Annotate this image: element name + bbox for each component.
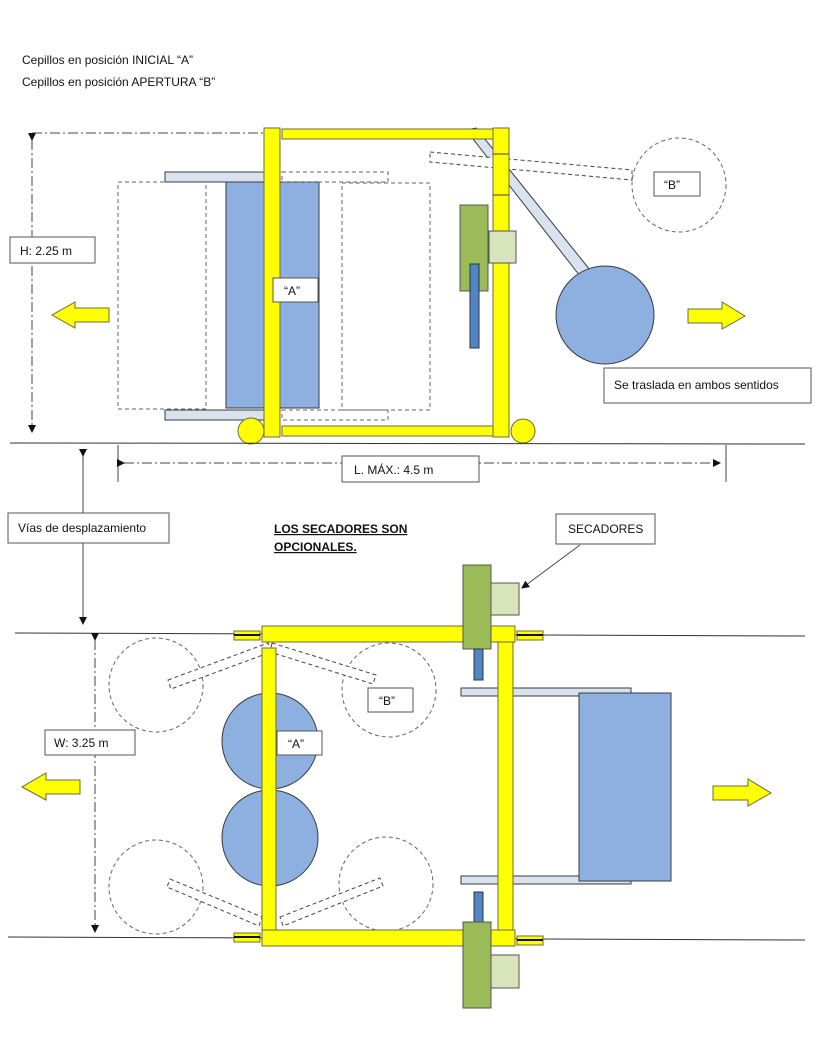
right-arrow-icon (687, 301, 746, 330)
label-a-box (272, 277, 319, 303)
brush-open-outline-left (117, 181, 207, 410)
dryer-duct (469, 263, 480, 349)
roof-brush-open-outline (631, 137, 727, 233)
left-arrow-icon (50, 301, 110, 329)
wheel-left (237, 417, 265, 445)
label-a: “A” (288, 737, 304, 751)
rails-label-box (7, 512, 170, 544)
brush-arm-open (167, 642, 272, 690)
dryer-duct-top (473, 648, 484, 681)
rail-guides (233, 630, 544, 946)
roof-brush (555, 265, 655, 365)
left-arrow-icon (20, 772, 81, 801)
dryer-bottom (462, 921, 492, 1009)
frame-left (261, 647, 277, 931)
brush-arm-open (269, 642, 377, 685)
brush-open-outline (108, 839, 204, 935)
length-label-box (341, 455, 480, 483)
frame-bottom (261, 929, 516, 947)
dryer-nozzle (488, 230, 517, 264)
frame-right (497, 641, 514, 931)
side-view: H: 2.25 m “B” “A” Se traslada en ambos s… (9, 127, 812, 483)
label-b: “B” (379, 694, 395, 708)
wheel-right (510, 418, 536, 444)
label-a-box (276, 730, 323, 756)
brush-arm-open (166, 878, 263, 927)
brush-arm-open (279, 877, 384, 927)
roof-brush (578, 692, 672, 882)
brush-arm-top (164, 171, 266, 183)
frame-bottom (281, 425, 495, 437)
dryer-duct-bottom (473, 891, 484, 924)
label-b: “B” (664, 178, 680, 192)
label-b-box (367, 687, 414, 713)
brush-arm-open-top (281, 171, 389, 183)
rails-label: Vías de desplazamiento (18, 521, 146, 535)
optional-note-line2: OPCIONALES. (274, 540, 357, 554)
brush-open-outline (108, 637, 204, 733)
roof-brush-arm-open (429, 151, 633, 181)
brush-open-outline (338, 836, 434, 932)
dryer-nozzle-top (490, 582, 520, 616)
optional-note-line1: LOS SECADORES SON (274, 522, 407, 536)
legend-initial: Cepillos en posición INICIAL “A” (22, 53, 193, 67)
length-label: L. MÁX.: 4.5 m (354, 462, 433, 477)
ground-line (9, 442, 806, 445)
dryer-nozzle-bottom (490, 954, 520, 989)
movement-note: Se traslada en ambos sentidos (614, 378, 779, 392)
label-b-box (653, 171, 701, 197)
dryer-top (462, 564, 492, 650)
right-arrow-icon (712, 778, 772, 807)
note-box (603, 367, 812, 404)
width-label: W: 3.25 m (54, 736, 108, 750)
dryers-pointer (521, 544, 581, 589)
width-label-box (44, 729, 136, 756)
dryers-label-box (555, 513, 656, 545)
brush-arm-open-bottom (281, 409, 389, 421)
label-a: “A” (284, 284, 300, 298)
height-label-box (9, 236, 96, 264)
frame-right-post (492, 127, 510, 438)
legend-opening: Cepillos en posición APERTURA “B” (22, 75, 215, 89)
dryers-label: SECADORES (568, 522, 643, 536)
brush-open-outline-right (341, 182, 431, 411)
frame-top (261, 625, 516, 643)
height-label: H: 2.25 m (20, 244, 72, 258)
roof-brush-arm (460, 687, 632, 697)
plan-view: W: 3.25 m “B” “A” (7, 564, 806, 1009)
frame-top (281, 128, 495, 140)
brush-open-outline (341, 642, 437, 738)
